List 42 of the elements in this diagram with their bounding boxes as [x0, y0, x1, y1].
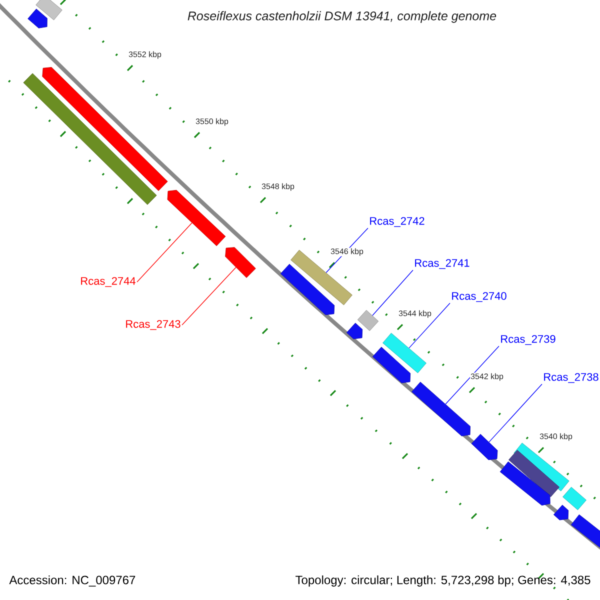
- gene-label: Rcas_2743: [126, 320, 180, 330]
- leader-line: [488, 384, 542, 442]
- gene-block: [508, 450, 560, 498]
- scale-label: 3550 kbp: [195, 118, 229, 126]
- gene-block: [412, 382, 470, 436]
- gene-block: [382, 332, 426, 374]
- gene-block: [23, 73, 157, 205]
- scale-label: 3544 kbp: [398, 310, 432, 318]
- gene-block: [471, 434, 498, 460]
- gene-block: [290, 250, 352, 306]
- title: Roseiflexus castenholzii DSM 13941, complete genome: [188, 11, 496, 23]
- gene-block: [562, 486, 586, 510]
- gene-block: [553, 504, 569, 520]
- gene-block: [346, 322, 363, 340]
- leader-line: [408, 302, 450, 348]
- gene-block: [357, 310, 379, 331]
- gene-block: [372, 346, 411, 384]
- gene-label: Rcas_2740: [452, 292, 506, 302]
- gene-block: [500, 461, 550, 506]
- scale-label: 3542 kbp: [470, 372, 504, 382]
- gene-label: Rcas_2744: [81, 277, 136, 287]
- gene-block: [42, 67, 168, 191]
- footer-text: Accession: NC_009767: [9, 575, 136, 587]
- gene-label: Rcas_2742: [370, 217, 424, 227]
- gene-block: [28, 8, 48, 28]
- gene-label: Rcas_2738: [544, 373, 598, 383]
- scale-label: 3548 kbp: [261, 182, 295, 192]
- gene-block: [167, 190, 226, 246]
- leader-line: [136, 222, 192, 282]
- gene-block: [280, 264, 335, 316]
- scale-label: 3540 kbp: [539, 432, 573, 442]
- gene-block: [225, 247, 256, 278]
- leader-line: [372, 270, 414, 316]
- scale-label: 3546 kbp: [330, 248, 364, 256]
- leader-line: [445, 346, 500, 404]
- gene-block: [36, 0, 62, 20]
- gene-label: Rcas_2739: [501, 335, 556, 345]
- gene-block: [570, 514, 600, 548]
- scale-label: 3552 kbp: [128, 50, 162, 60]
- leader-line: [182, 267, 236, 326]
- gene-label: Rcas_2741: [415, 259, 470, 269]
- footer-text: Topology: circular; Length: 5,723,298 bp; Genes: 4,385: [296, 575, 590, 587]
